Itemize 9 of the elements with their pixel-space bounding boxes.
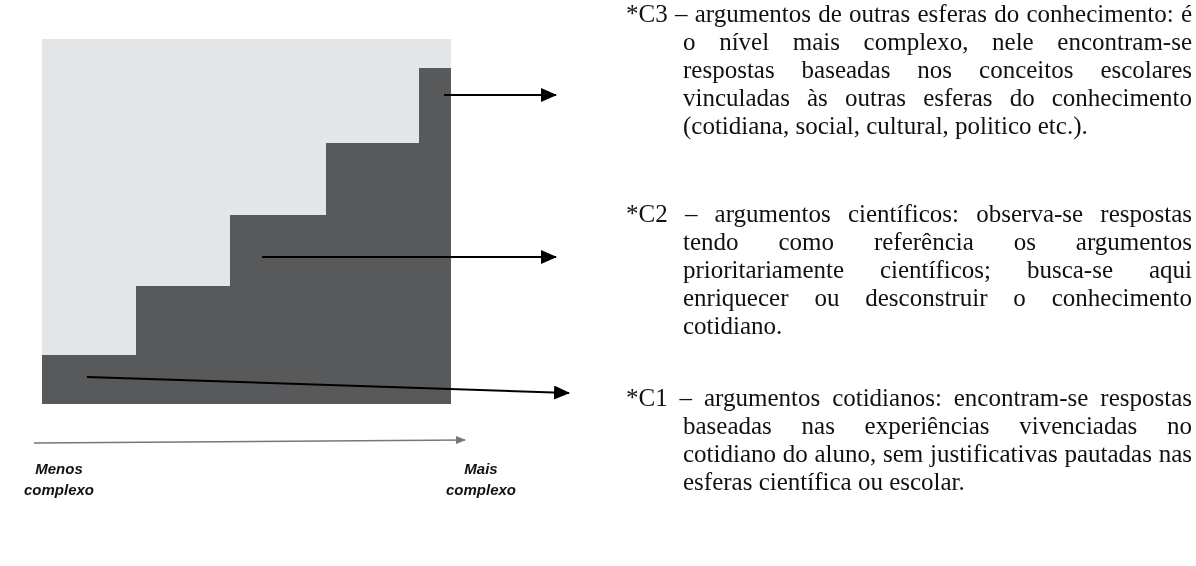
arrow (261, 250, 557, 264)
arrow (86, 376, 570, 400)
description-paragraph: *C1 – argumentos cotidianos: encontram-se respostas baseadas nas experiências vivenciadas no cotidiano do aluno, sem justificativas pautadas nas esferas científica ou escolar. (626, 384, 1192, 496)
axis-label: Mais complexo (445, 459, 517, 500)
staircase-drawing (42, 39, 451, 404)
description-paragraph: *C2 – argumentos científicos: observa-se respostas tendo como referência os argumentos prioritariamente científicos; busca-se aqui enriquecer ou desconstruir o conhecimento cotidiano. (626, 200, 1192, 340)
description-paragraph: *C3 – argumentos de outras esferas do conhecimento: é o nível mais complexo, nele encontram-se respostas baseadas nos conceitos escolares vinculadas às outras esferas do conhecimento (cotidiana, social, cultural, politico etc.). (626, 0, 1192, 140)
arrow (443, 88, 557, 102)
axis-label: Menos complexo (23, 459, 95, 500)
